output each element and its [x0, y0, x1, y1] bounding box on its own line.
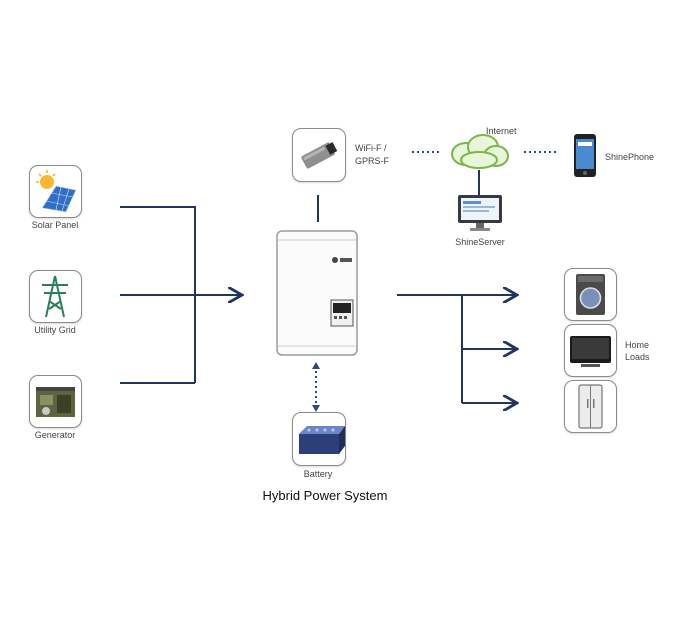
wifi-module-box: [292, 128, 346, 182]
wifi-dongle-icon: [301, 142, 338, 169]
television-icon: [570, 336, 611, 367]
home-loads-label-line2: Loads: [625, 352, 650, 362]
shineserver-monitor-icon: [458, 195, 502, 231]
television-box: [564, 324, 617, 377]
wifi-label-line2: GPRS-F: [355, 156, 390, 166]
washing-machine-icon: [576, 274, 605, 315]
pylon-icon: [42, 275, 68, 318]
refrigerator-icon: [578, 384, 603, 429]
solar-panel-box: [29, 165, 82, 218]
home-loads-label-line1: Home: [625, 340, 650, 350]
utility-grid-box: [29, 270, 82, 323]
battery-box: [292, 412, 346, 466]
diagram-caption: Hybrid Power System: [262, 488, 388, 503]
shinephone-icon: [574, 134, 596, 177]
internet-label: Internet: [486, 126, 517, 136]
shinephone-label: ShinePhone: [605, 152, 655, 162]
inverter-icon: [276, 230, 358, 356]
solar-panel-icon: [36, 170, 77, 213]
battery-icon: [299, 426, 345, 454]
solar-panel-label: Solar Panel: [31, 220, 79, 230]
battery-label: Battery: [303, 469, 333, 479]
solar-wire: [120, 206, 196, 383]
washing-machine-box: [564, 268, 617, 321]
generator-icon: [36, 387, 75, 417]
shineserver-label: ShineServer: [455, 237, 505, 247]
utility-grid-label: Utility Grid: [34, 325, 76, 335]
generator-label: Generator: [34, 430, 76, 440]
generator-box: [29, 375, 82, 428]
refrigerator-box: [564, 380, 617, 433]
internet-cloud-icon: [451, 134, 509, 169]
wifi-label-line1: WiFi-F /: [355, 143, 387, 153]
